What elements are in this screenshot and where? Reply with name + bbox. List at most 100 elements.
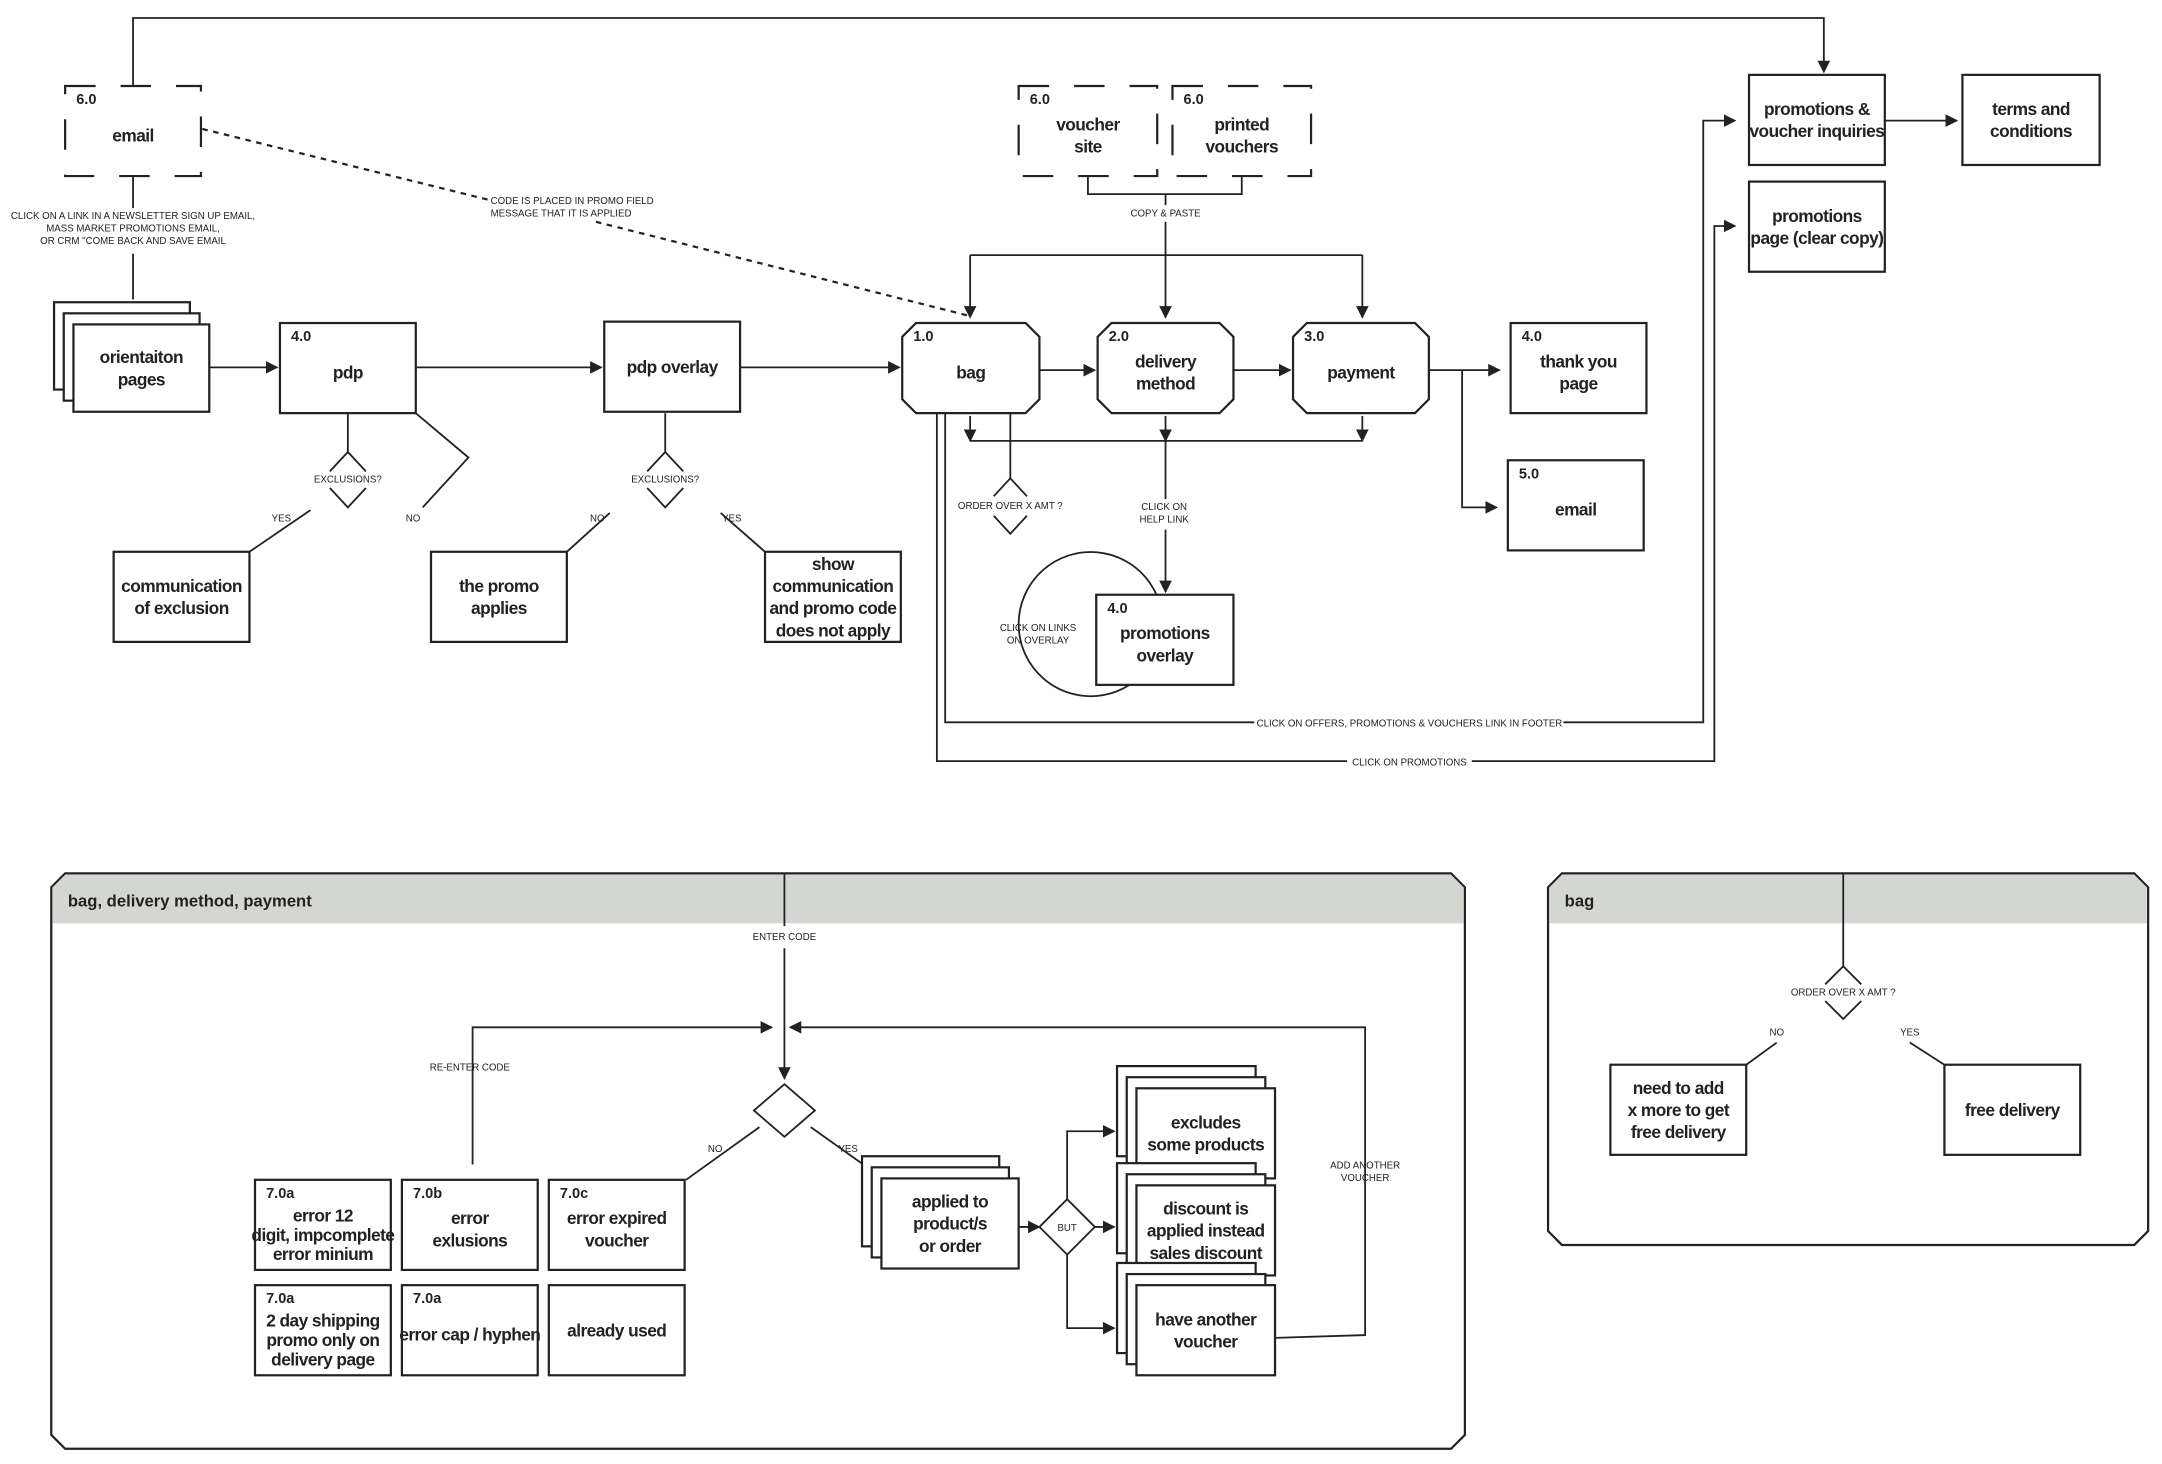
connector <box>1909 1041 1945 1066</box>
node-label: error expired <box>567 1208 667 1228</box>
label-ov-no: NO <box>590 513 605 524</box>
arrow-connector <box>471 1020 774 1165</box>
node-shape <box>429 550 568 643</box>
node-already-used: already used <box>547 1284 686 1377</box>
connector <box>646 450 684 472</box>
node-number: 7.0c <box>560 1186 588 1202</box>
node-label: communication <box>773 576 894 596</box>
node-promo-inquiries: promotions &voucher inquiries <box>1747 73 1886 167</box>
node-shape <box>1095 593 1235 686</box>
node-number: 6.0 <box>76 92 96 108</box>
arrow-connector <box>1461 370 1499 514</box>
node-label: site <box>1074 136 1103 156</box>
node-label: overlay <box>1136 645 1194 665</box>
connector <box>935 413 1348 763</box>
label-email-link: OR CRM "COME BACK AND SAVE EMAIL <box>40 236 226 247</box>
node-number: 2.0 <box>1109 329 1129 345</box>
node-shape <box>1509 321 1648 415</box>
label-copy-paste: COPY & PASTE <box>1130 208 1201 219</box>
node-number: 5.0 <box>1519 466 1539 482</box>
node-free-delivery: free delivery <box>1943 1063 2082 1156</box>
node-shape <box>1747 73 1886 167</box>
node-number: 6.0 <box>1030 92 1050 108</box>
node-label: promotions <box>1772 206 1862 226</box>
node-shape <box>901 321 1041 415</box>
panel-title: bag <box>1565 892 1595 911</box>
node-label: pages <box>118 369 165 389</box>
label-ov-exclusions: EXCLUSIONS? <box>631 474 699 485</box>
node-label: free delivery <box>1965 1100 2061 1120</box>
node-label: promotions <box>1120 623 1210 643</box>
node-label: error <box>451 1208 489 1228</box>
connector <box>993 476 1028 497</box>
connector <box>1824 1000 1862 1021</box>
node-shape <box>603 320 742 413</box>
connector <box>752 1082 817 1139</box>
node-shape <box>253 1178 392 1272</box>
node-shape <box>1291 321 1430 415</box>
node-shape <box>1747 180 1886 273</box>
label-footer-link: CLICK ON OFFERS, PROMOTIONS & VOUCHERS L… <box>1257 718 1563 729</box>
node-email-top: 6.0 email <box>64 84 203 178</box>
node-number: 4.0 <box>291 329 311 345</box>
panel-bag: bag <box>1546 872 2150 1247</box>
node-label: bag <box>956 362 985 382</box>
node-label: vouchers <box>1205 136 1278 156</box>
connector <box>1745 1041 1778 1066</box>
label-code-placed: CODE IS PLACED IN PROMO FIELD <box>491 196 654 207</box>
label-code-yes: YES <box>838 1144 858 1155</box>
label-overlay-links: ON OVERLAY <box>1007 635 1070 646</box>
node-shape <box>1096 321 1235 415</box>
label-background <box>1348 755 1471 770</box>
node-label: email <box>1555 500 1596 520</box>
label-email-link: CLICK ON A LINK IN A NEWSLETTER SIGN UP … <box>11 211 255 222</box>
node-shape <box>880 1177 1020 1270</box>
node-label: delivery <box>1135 351 1197 371</box>
node-label: email <box>112 125 153 145</box>
node-label: applied instead <box>1147 1221 1265 1241</box>
node-label: sales discount <box>1149 1243 1262 1263</box>
node-label: page (clear copy) <box>1750 228 1883 248</box>
node-label: voucher <box>585 1230 649 1250</box>
node-shape <box>1943 1063 2082 1156</box>
connector <box>329 450 367 472</box>
node-number: 4.0 <box>1522 329 1542 345</box>
node-shape <box>1961 73 2101 167</box>
node-label: x more to get <box>1628 1100 1730 1120</box>
node-label: applied to <box>912 1192 988 1212</box>
node-label: orientaiton <box>100 347 183 367</box>
node-label: error 12 <box>293 1205 353 1225</box>
node-label: terms and <box>1992 99 2070 119</box>
arrow-connector <box>1066 1254 1116 1335</box>
node-shape <box>253 1284 392 1377</box>
label-pdp-exclusions: EXCLUSIONS? <box>314 474 382 485</box>
connectors <box>132 17 1959 1339</box>
label-email-link: MASS MARKET PROMOTIONS EMAIL, <box>46 224 220 235</box>
node-shape <box>400 1178 539 1272</box>
node-number: 4.0 <box>1107 601 1127 617</box>
node-number: 7.0a <box>266 1291 295 1307</box>
label-order-over: ORDER OVER X AMT ? <box>958 501 1063 512</box>
node-label: applies <box>471 598 527 618</box>
connector <box>720 512 766 553</box>
label-help-link: HELP LINK <box>1139 515 1189 526</box>
connector <box>415 412 470 509</box>
node-shape <box>72 323 211 413</box>
node-label: payment <box>1327 362 1395 382</box>
label-ov-yes: YES <box>722 513 742 524</box>
node-shape <box>547 1178 686 1272</box>
node-shape <box>1135 1184 1277 1277</box>
node-number: 7.0b <box>413 1186 442 1202</box>
connector <box>646 487 684 509</box>
